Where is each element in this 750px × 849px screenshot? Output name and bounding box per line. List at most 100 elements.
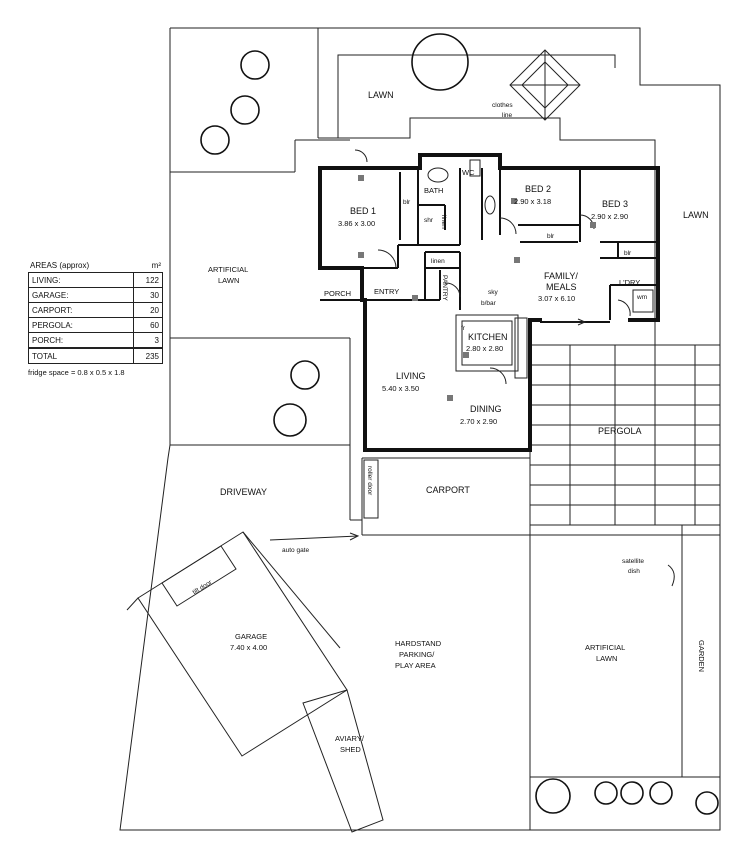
label-entry: ENTRY <box>374 287 399 296</box>
tilt-door <box>161 545 237 607</box>
toilet-icon <box>469 159 481 177</box>
areas-table-header: AREAS (approx) m² <box>28 255 163 272</box>
label-tilt-door: tilt door <box>192 579 214 597</box>
label-dining-dim: 2.70 x 2.90 <box>460 417 497 426</box>
tree-icon <box>200 125 230 155</box>
table-row: PORCH: 3 <box>28 332 163 349</box>
area-value: 122 <box>133 272 163 288</box>
tree-icon <box>273 403 307 437</box>
table-row: GARAGE: 30 <box>28 287 163 303</box>
area-value: 3 <box>133 332 163 349</box>
area-label: LIVING: <box>28 272 134 288</box>
table-row: CARPORT: 20 <box>28 302 163 318</box>
area-label: GARAGE: <box>28 287 134 303</box>
site-boundary <box>119 27 721 831</box>
label-linen-hall: linen <box>431 258 445 265</box>
label-garage-dim: 7.40 x 4.00 <box>230 643 267 652</box>
trees <box>200 33 719 815</box>
bath-icon <box>427 167 449 183</box>
tree-icon <box>649 781 673 805</box>
label-ldry: L'DRY <box>619 278 640 287</box>
table-row: PERGOLA: 60 <box>28 317 163 333</box>
area-value: 30 <box>133 287 163 303</box>
areas-table: AREAS (approx) m² LIVING: 122 GARAGE: 30… <box>28 255 163 377</box>
tree-icon <box>695 791 719 815</box>
label-parking: PARKING/ <box>399 650 435 659</box>
label-shed: SHED <box>340 745 361 754</box>
clothes-line-icon <box>509 49 581 121</box>
tree-icon <box>594 781 618 805</box>
areas-table-title: AREAS (approx) <box>30 261 90 270</box>
area-label: PORCH: <box>28 332 134 349</box>
tree-icon <box>230 95 260 125</box>
label-auto-gate: auto gate <box>282 547 309 554</box>
house-walls <box>318 153 660 452</box>
label-blr-bed3: blr <box>624 250 632 257</box>
tree-icon <box>620 781 644 805</box>
label-clothes-line: clothes <box>492 102 513 109</box>
washing-machine-icon <box>632 289 654 313</box>
label-bed2-dim: 2.90 x 3.18 <box>514 197 551 206</box>
areas-table-unit: m² <box>151 261 161 270</box>
label-roller-door: roller door <box>366 466 373 496</box>
label-wm: wm <box>636 294 647 301</box>
label-bath: BATH <box>424 186 443 195</box>
label-bed3-dim: 2.90 x 2.90 <box>591 212 628 221</box>
area-label: CARPORT: <box>28 302 134 318</box>
label-satellite: satellite <box>622 558 644 565</box>
tree-icon <box>240 50 270 80</box>
label-bbar: b/bar <box>481 300 497 307</box>
door-swings <box>354 149 631 385</box>
area-value: 20 <box>133 302 163 318</box>
label-clothes-line-2: line <box>502 112 513 119</box>
roller-door <box>363 459 379 519</box>
label-linen-bath: linen <box>440 215 447 229</box>
total-label: TOTAL <box>28 347 134 364</box>
label-lawn-top: LAWN <box>368 90 394 100</box>
label-bed1-dim: 3.86 x 3.00 <box>338 219 375 228</box>
label-artificial-lawn-right: ARTIFICIAL <box>585 643 625 652</box>
areas-table-grid: LIVING: 122 GARAGE: 30 CARPORT: 20 PERGO… <box>28 272 163 364</box>
label-hardstand: HARDSTAND <box>395 639 442 648</box>
total-value: 235 <box>133 347 163 364</box>
area-value: 60 <box>133 317 163 333</box>
area-label: PERGOLA: <box>28 317 134 333</box>
label-artificial-lawn-right-2: LAWN <box>596 654 617 663</box>
label-sky: sky <box>488 289 499 296</box>
label-bed1: BED 1 <box>350 206 376 216</box>
label-bed2: BED 2 <box>525 184 551 194</box>
label-garden: GARDEN <box>697 640 706 672</box>
pergola-grid <box>529 344 721 526</box>
auto-gate-arrow <box>269 532 360 541</box>
tree-icon <box>411 33 469 91</box>
label-carport: CARPORT <box>426 485 470 495</box>
satellite-dish-icon <box>667 564 675 587</box>
label-artificial-lawn-left-2: LAWN <box>218 276 239 285</box>
label-shr: shr <box>424 217 434 224</box>
label-wc: WC <box>462 168 475 177</box>
table-row-total: TOTAL 235 <box>28 347 163 364</box>
label-family: FAMILY/ <box>544 271 578 281</box>
label-family-dim: 3.07 x 6.10 <box>538 294 575 303</box>
label-pantry: PANTRY <box>441 275 448 301</box>
garage-block <box>126 531 384 833</box>
label-meals: MEALS <box>546 282 577 292</box>
fixtures <box>358 159 654 401</box>
label-garage: GARAGE <box>235 632 267 641</box>
label-lawn-right: LAWN <box>683 210 709 220</box>
basin-icon <box>484 195 496 215</box>
label-kitchen: KITCHEN <box>468 332 508 342</box>
label-driveway: DRIVEWAY <box>220 487 267 497</box>
label-living: LIVING <box>396 371 426 381</box>
fridge-space-note: fridge space = 0.8 x 0.5 x 1.8 <box>28 368 125 377</box>
label-kitchen-dim: 2.80 x 2.80 <box>466 344 503 353</box>
tree-icon <box>290 360 320 390</box>
label-pergola: PERGOLA <box>598 426 642 436</box>
label-dining: DINING <box>470 404 502 414</box>
tree-icon <box>535 778 571 814</box>
label-aviary: AVIARY/ <box>335 734 365 743</box>
label-living-dim: 5.40 x 3.50 <box>382 384 419 393</box>
label-blr-bed2: blr <box>547 233 555 240</box>
label-dish: dish <box>628 568 640 575</box>
